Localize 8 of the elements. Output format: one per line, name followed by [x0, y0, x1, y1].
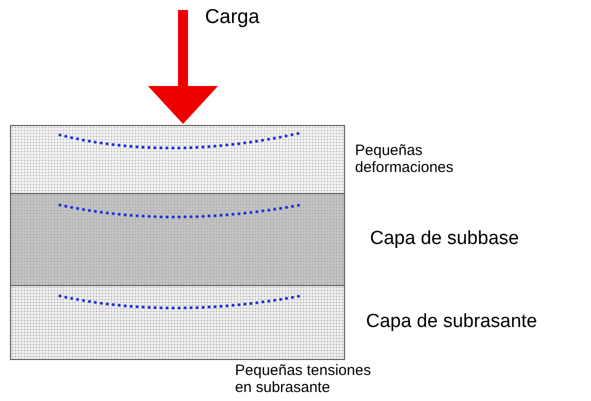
pavement-layer — [10, 285, 345, 360]
load-label: Carga — [205, 6, 260, 29]
pavement-layer — [10, 193, 345, 286]
layer-label: Capa de subbase — [370, 228, 520, 250]
layer-label: Pequeñas deformaciones — [355, 142, 454, 176]
layer-label: Capa de subrasante — [366, 311, 538, 333]
layer-label: Pequeñas tensiones en subrasante — [235, 362, 372, 396]
pavement-layer — [10, 125, 345, 194]
